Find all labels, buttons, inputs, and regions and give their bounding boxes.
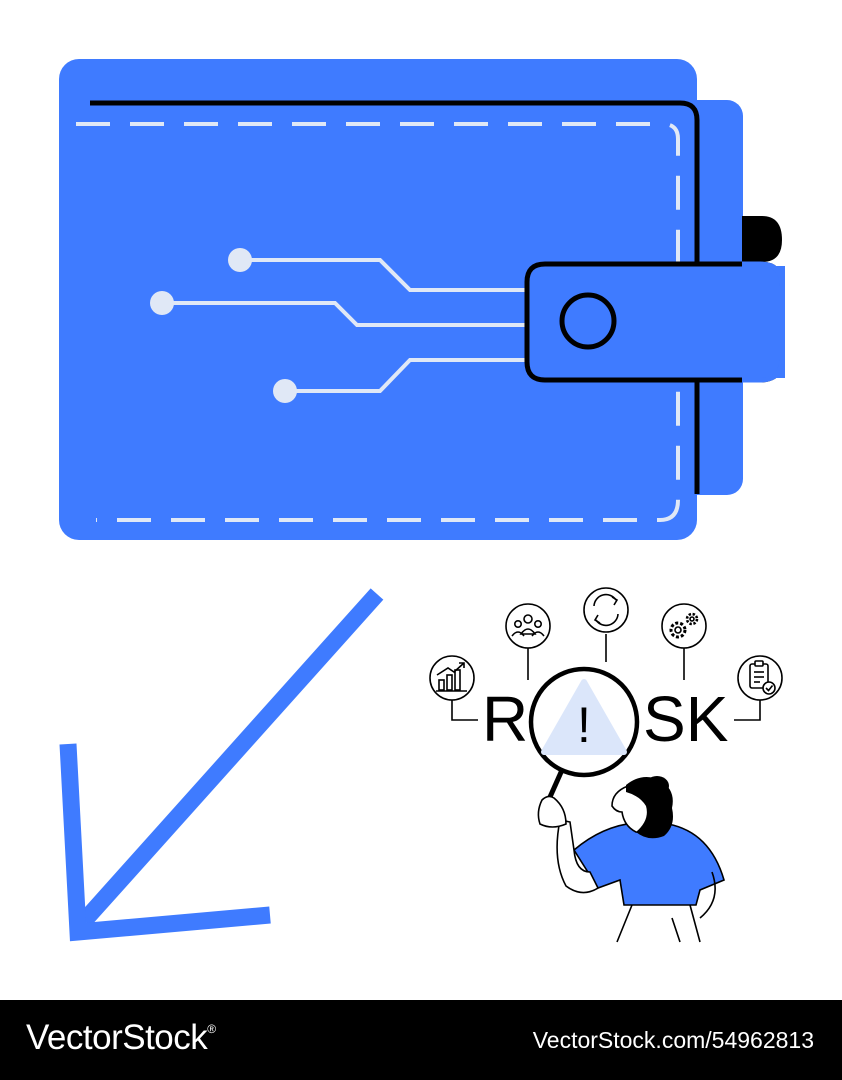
- illustration: R SK !: [59, 59, 785, 943]
- person: [537, 776, 725, 943]
- wallet-inner-line: [90, 100, 700, 494]
- wallet-body: [59, 59, 697, 540]
- risk-letter-r: R: [482, 683, 528, 755]
- person-hair-bun: [645, 776, 669, 796]
- wallet-snap-button: [559, 292, 617, 350]
- circuit-lines: [162, 258, 527, 393]
- icon-connectors: [451, 634, 761, 721]
- registered-mark: ®: [207, 1022, 216, 1036]
- circuit-node-top: [228, 248, 252, 272]
- magnifying-glass: !: [528, 666, 640, 808]
- circuit-node-middle: [150, 291, 174, 315]
- wallet-strap-edge-mask: [743, 266, 785, 378]
- refresh-icon: [583, 587, 629, 633]
- risk-letters-sk: SK: [643, 683, 728, 755]
- wallet: [59, 59, 785, 540]
- person-legs: [616, 904, 701, 943]
- stock-id: VectorStock.com/54962813: [532, 1027, 814, 1053]
- brand-logo: VectorStock®: [26, 1018, 216, 1058]
- alert-exclamation: !: [577, 697, 591, 753]
- wallet-strap-edge: [742, 261, 785, 383]
- warning-triangle-icon: [541, 679, 627, 755]
- brand-name: VectorStock: [26, 1018, 208, 1057]
- circuit-line-middle: [162, 301, 527, 327]
- person-arm: [556, 819, 600, 894]
- risk-graphic: R SK !: [429, 587, 783, 943]
- clipboard-check-icon: [737, 655, 783, 701]
- circuit-line-top: [240, 258, 527, 292]
- circuit-line-bottom: [285, 358, 527, 393]
- watermark-footer: VectorStock® VectorStock.com/54962813: [0, 1000, 842, 1080]
- person-hand: [537, 795, 567, 828]
- wallet-clasp-back: [742, 216, 782, 262]
- person-shirt: [572, 821, 725, 906]
- down-left-arrow-icon: [59, 588, 384, 942]
- person-back-arm: [699, 871, 716, 919]
- gears-icon: [661, 603, 707, 649]
- users-icon: [505, 603, 551, 649]
- wallet-stitching: [76, 122, 680, 522]
- bar-chart-icon: [429, 655, 475, 701]
- circuit-node-bottom: [273, 379, 297, 403]
